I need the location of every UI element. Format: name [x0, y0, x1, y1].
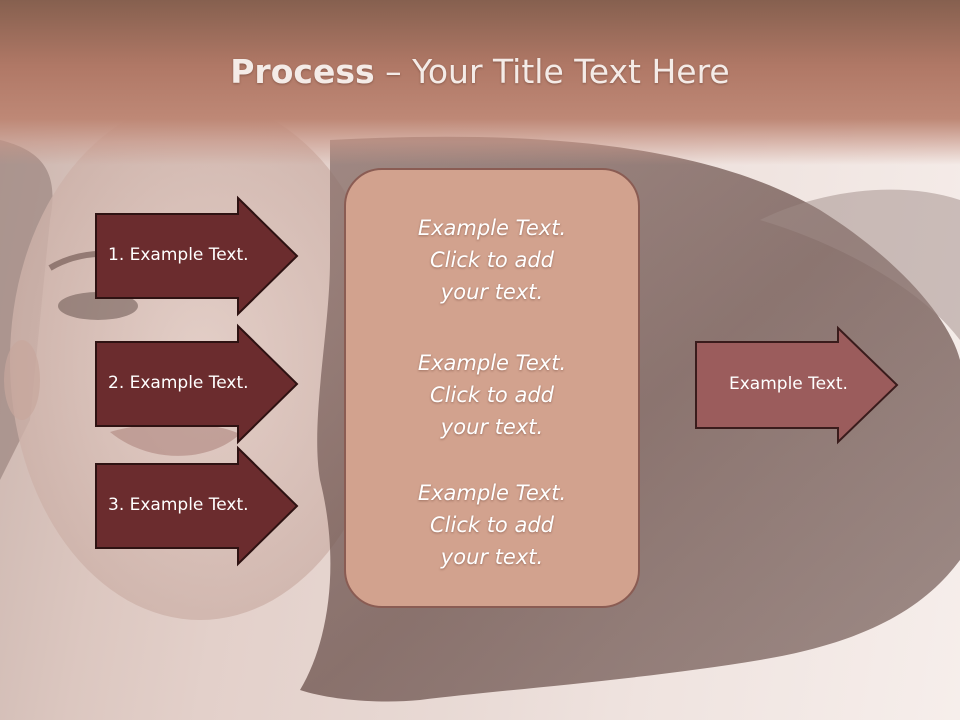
input-arrow-1[interactable] [95, 195, 299, 317]
center-text-2-line-2: Click to add [429, 383, 554, 407]
title-separator: – [374, 52, 413, 91]
center-text-1-line-2: Click to add [429, 248, 554, 272]
title-bold-text: Process [230, 52, 375, 91]
lips-shape [110, 423, 240, 456]
center-text-block-2[interactable]: Example Text. Click to add your text. [344, 347, 640, 443]
hair-highlight-shape [760, 189, 960, 340]
center-text-3-line-3: your text. [440, 545, 544, 569]
center-text-1-line-1: Example Text. [417, 216, 567, 240]
header-band [0, 0, 960, 165]
input-arrow-2-label: 2. Example Text. [108, 373, 249, 393]
center-process-box[interactable] [344, 168, 640, 608]
center-text-block-1[interactable]: Example Text. Click to add your text. [344, 212, 640, 308]
ear-shape [4, 340, 40, 420]
output-arrow[interactable] [695, 325, 899, 445]
input-arrow-3[interactable] [95, 445, 299, 567]
title-rest-text: Your Title Text Here [412, 52, 730, 91]
slide-title[interactable]: Process – Your Title Text Here [0, 52, 960, 91]
input-arrow-3-label: 3. Example Text. [108, 495, 249, 515]
input-arrow-1-label: 1. Example Text. [108, 245, 249, 265]
output-arrow-label: Example Text. [729, 374, 848, 394]
center-text-1-line-3: your text. [440, 280, 544, 304]
center-text-3-line-1: Example Text. [417, 481, 567, 505]
center-text-3-line-2: Click to add [429, 513, 554, 537]
center-text-2-line-3: your text. [440, 415, 544, 439]
center-text-2-line-1: Example Text. [417, 351, 567, 375]
center-text-block-3[interactable]: Example Text. Click to add your text. [344, 477, 640, 573]
input-arrow-2[interactable] [95, 323, 299, 445]
